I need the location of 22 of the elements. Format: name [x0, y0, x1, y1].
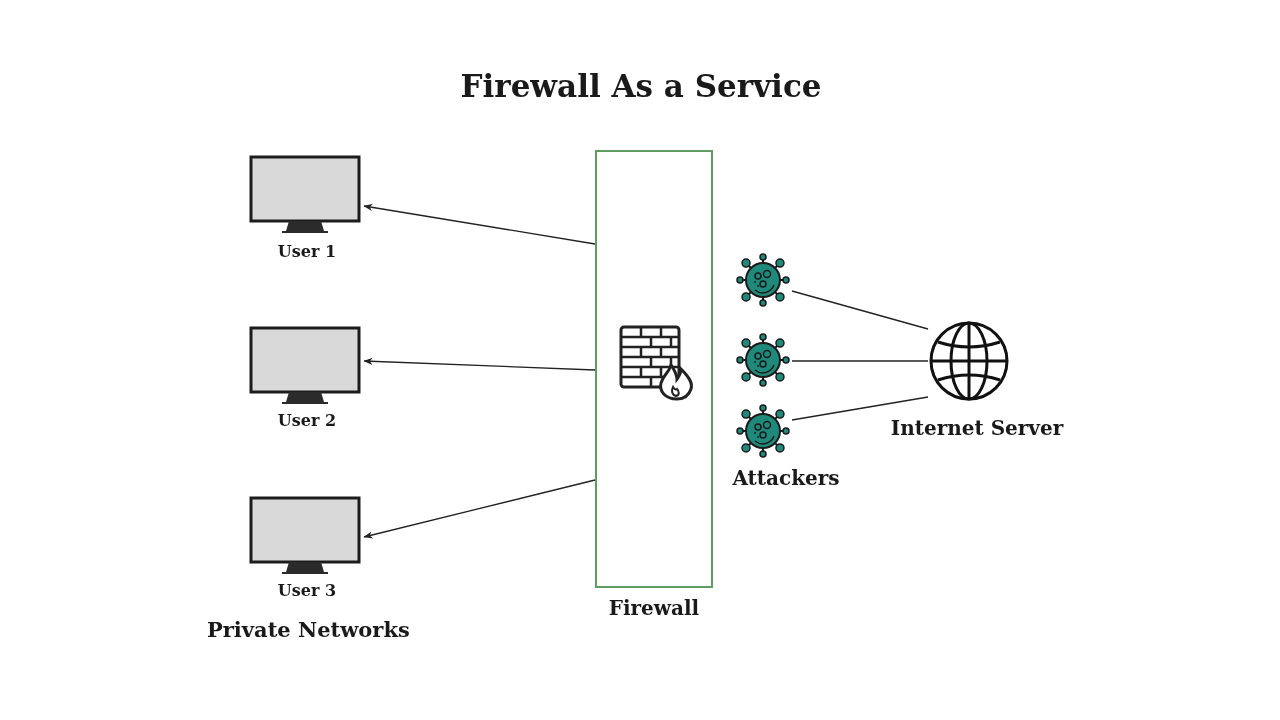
- connector-line: [791, 290, 929, 330]
- connector-line: [791, 396, 929, 421]
- monitor-icon: [249, 496, 361, 576]
- group-label: Private Networks: [207, 616, 410, 644]
- node-caption: Firewall: [608, 595, 700, 621]
- arrow: [363, 479, 596, 539]
- connector-line: [791, 360, 929, 362]
- monitor-icon: [249, 326, 361, 406]
- virus-icon: [734, 251, 792, 309]
- monitor-icon: [249, 155, 361, 235]
- node-caption: User 1: [277, 242, 337, 262]
- virus-icon: [734, 402, 792, 460]
- arrow: [363, 203, 596, 245]
- group-label: Attackers: [732, 465, 840, 491]
- diagram-title: Firewall As a Service: [460, 66, 822, 106]
- globe-icon: [928, 320, 1010, 402]
- node-caption: Internet Server: [890, 415, 1064, 441]
- node-caption: User 2: [277, 411, 337, 431]
- arrow: [363, 357, 596, 371]
- virus-icon: [734, 331, 792, 389]
- firewall-box: [595, 150, 713, 588]
- node-caption: User 3: [277, 581, 337, 601]
